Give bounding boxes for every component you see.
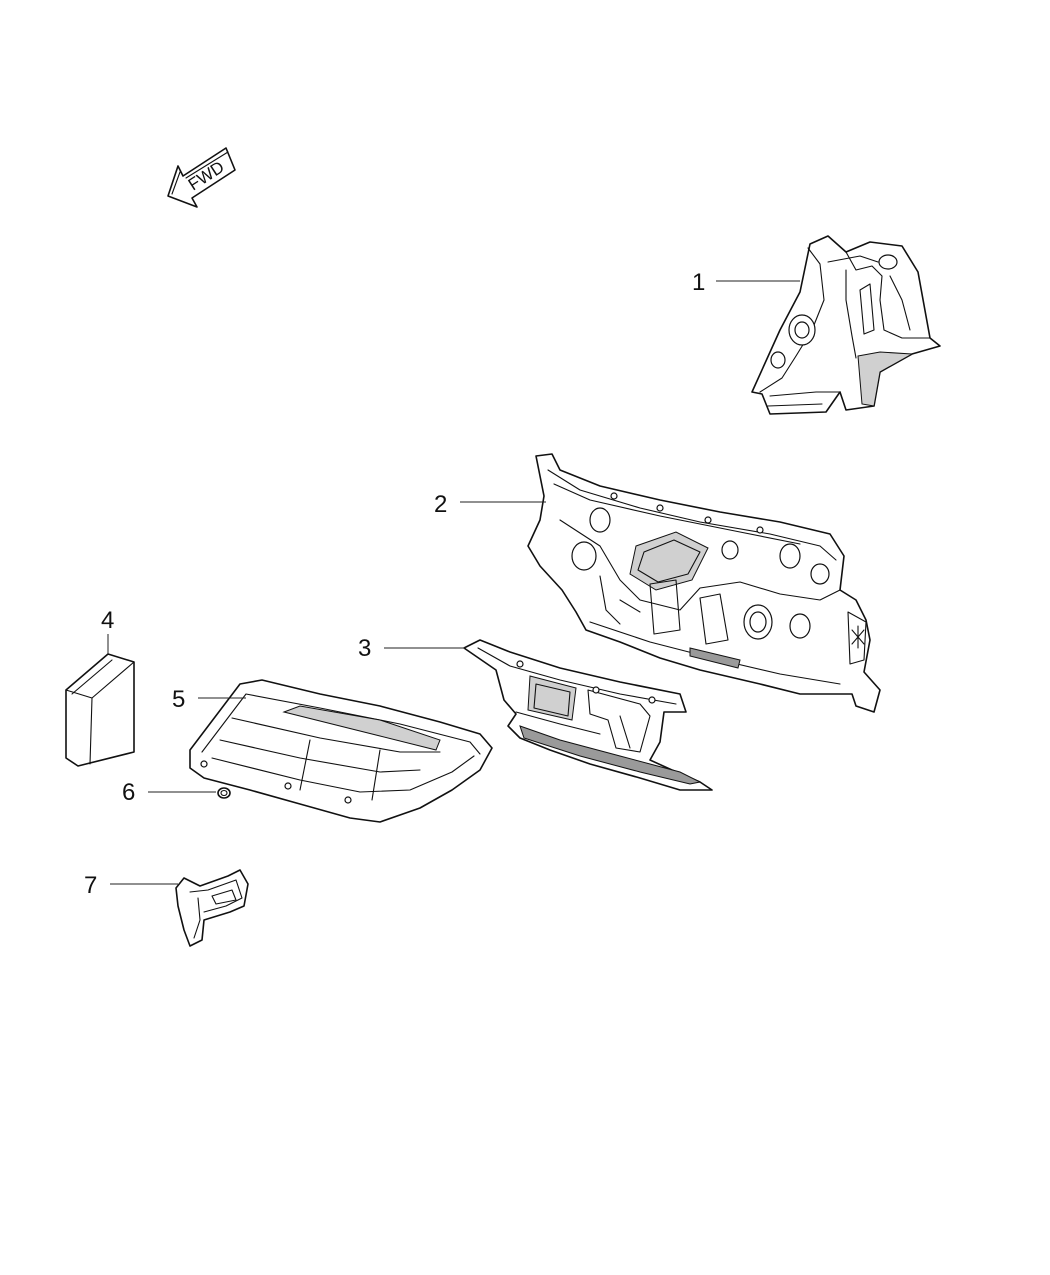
callout-4[interactable]: 4 xyxy=(101,607,114,654)
part-4[interactable] xyxy=(65,653,135,767)
callout-number: 7 xyxy=(84,872,97,899)
forward-arrow-icon: FWD xyxy=(167,147,236,208)
callout-1[interactable]: 1 xyxy=(692,269,800,296)
part-5[interactable] xyxy=(189,679,493,823)
callout-number: 3 xyxy=(358,635,371,662)
callout-3[interactable]: 3 xyxy=(358,635,466,662)
part-3[interactable] xyxy=(463,639,713,791)
callout-6[interactable]: 6 xyxy=(122,779,216,806)
callout-5[interactable]: 5 xyxy=(172,686,246,713)
callout-number: 5 xyxy=(172,686,185,713)
part-6[interactable] xyxy=(217,787,231,799)
callout-number: 4 xyxy=(101,607,114,634)
callout-number: 1 xyxy=(692,269,705,296)
callout-number: 2 xyxy=(434,491,447,518)
part-1[interactable] xyxy=(751,235,941,415)
callout-number: 6 xyxy=(122,779,135,806)
part-7[interactable] xyxy=(175,869,249,947)
callout-7[interactable]: 7 xyxy=(84,872,178,899)
part-2[interactable] xyxy=(527,453,881,713)
callout-2[interactable]: 2 xyxy=(434,491,546,518)
